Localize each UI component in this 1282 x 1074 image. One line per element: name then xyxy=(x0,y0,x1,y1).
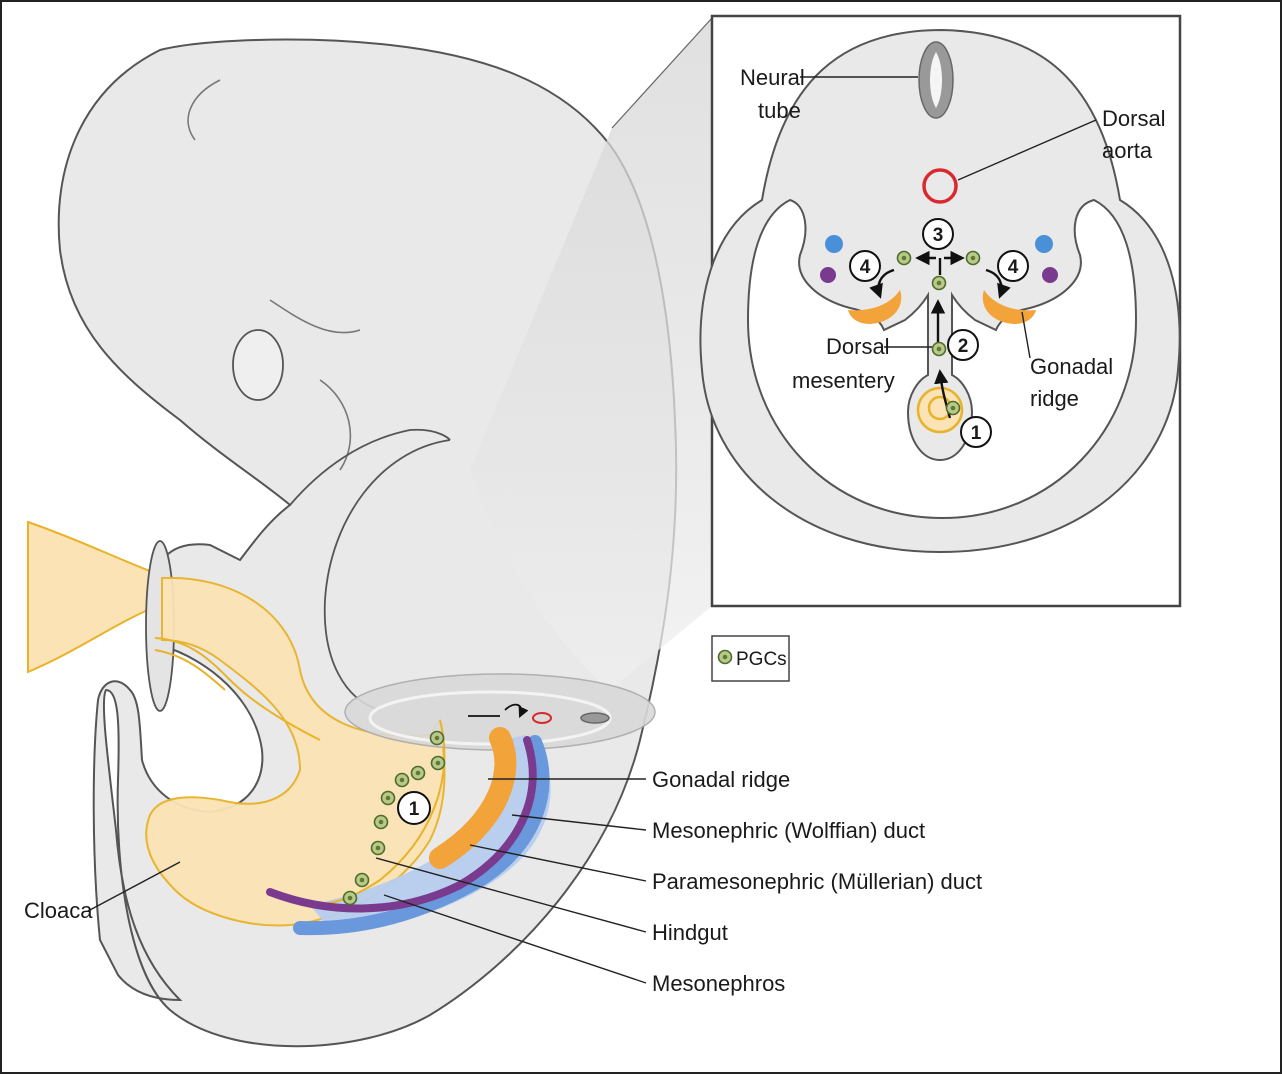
label-gonadal-ridge-inset-2: ridge xyxy=(1030,386,1079,411)
embryo-step-number: 1 xyxy=(409,799,420,820)
label-paramesonephric-duct: Paramesonephric (Müllerian) duct xyxy=(652,869,982,894)
inset-step-2: 2 xyxy=(948,330,978,360)
inset-paramesonephric-duct-dot-left xyxy=(820,267,836,283)
label-neural-tube-1: Neural xyxy=(740,65,805,90)
label-mesonephros: Mesonephros xyxy=(652,971,785,996)
legend-pgc-label: PGCs xyxy=(736,649,787,670)
pgc-cell-icon xyxy=(898,252,911,265)
pgc-cell-icon xyxy=(382,792,395,805)
label-mesonephric-duct: Mesonephric (Wolffian) duct xyxy=(652,818,925,843)
inset-step-number: 3 xyxy=(933,225,944,246)
label-dorsal-aorta-1: Dorsal xyxy=(1102,106,1166,131)
label-dorsal-mesentery-2: mesentery xyxy=(792,368,895,393)
pgc-cell-icon xyxy=(933,343,946,356)
label-dorsal-aorta-2: aorta xyxy=(1102,138,1153,163)
pgc-cell-icon xyxy=(432,757,445,770)
inset-step-4-left: 4 xyxy=(850,251,880,281)
inset-step-number: 1 xyxy=(971,423,982,444)
inset-step-number: 4 xyxy=(860,257,871,278)
pgc-cell-icon xyxy=(967,252,980,265)
inset-paramesonephric-duct-dot-right xyxy=(1042,267,1058,283)
otic-vesicle xyxy=(233,330,283,400)
label-cloaca: Cloaca xyxy=(24,898,93,923)
label-hindgut: Hindgut xyxy=(652,920,728,945)
pgc-cell-icon xyxy=(372,842,385,855)
pgc-cell-icon xyxy=(947,402,960,415)
pgc-cell-icon xyxy=(396,774,409,787)
label-gonadal-ridge-inset-1: Gonadal xyxy=(1030,354,1113,379)
pgc-cell-icon xyxy=(719,651,732,664)
yolk-stalk xyxy=(28,522,160,672)
inset-step-number: 4 xyxy=(1008,257,1019,278)
embryo-step-marker: 1 xyxy=(398,792,430,824)
label-gonadal-ridge: Gonadal ridge xyxy=(652,767,790,792)
inset-mesonephric-duct-dot-left xyxy=(825,235,843,253)
pgc-cell-icon xyxy=(933,277,946,290)
section-neural-tube xyxy=(581,713,609,723)
inset-step-number: 2 xyxy=(958,336,969,357)
pgc-cell-icon xyxy=(375,816,388,829)
label-dorsal-mesentery-1: Dorsal xyxy=(826,334,890,359)
pgc-cell-icon xyxy=(344,892,357,905)
pgc-cell-icon xyxy=(412,767,425,780)
inset-mesonephric-duct-dot-right xyxy=(1035,235,1053,253)
inset-panel: 1 2 3 4 4 Neural tube Dorsal xyxy=(700,16,1180,606)
legend: PGCs xyxy=(712,636,789,681)
label-neural-tube-2: tube xyxy=(758,98,801,123)
inset-step-4-right: 4 xyxy=(998,251,1028,281)
pgc-cell-icon xyxy=(431,732,444,745)
inset-step-3: 3 xyxy=(923,219,953,249)
inset-step-1: 1 xyxy=(961,417,991,447)
pgc-cell-icon xyxy=(356,874,369,887)
